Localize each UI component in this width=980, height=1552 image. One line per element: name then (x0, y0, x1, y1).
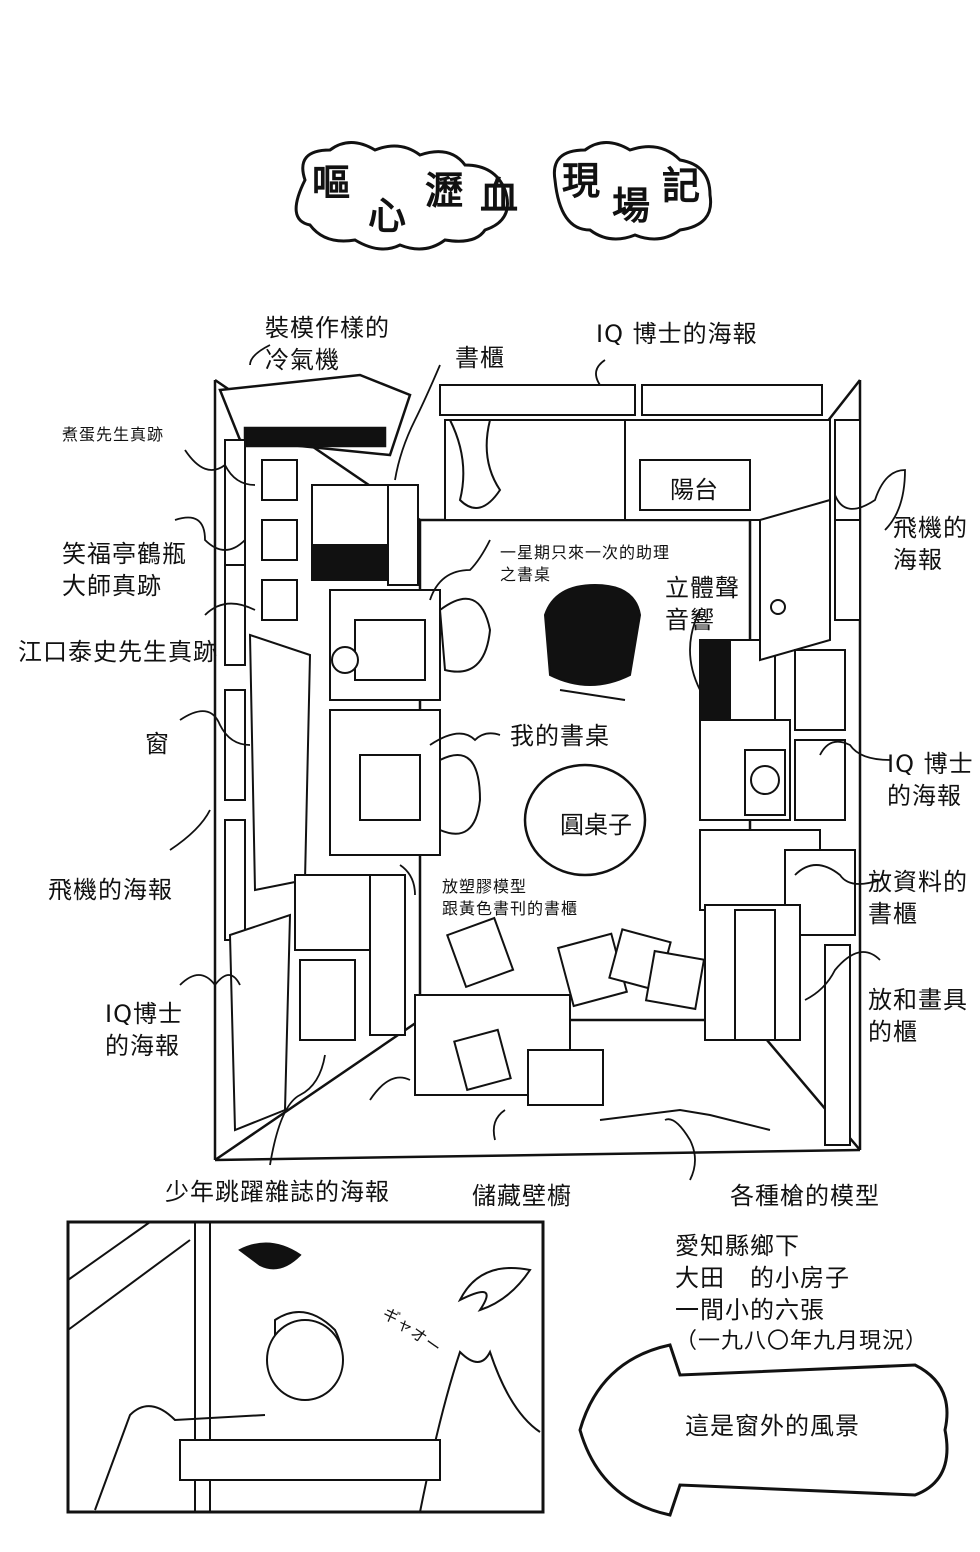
air-conditioner (218, 373, 412, 457)
left-furniture (294, 484, 492, 1041)
label-balcony: 陽台 (670, 476, 718, 504)
label-stereo: 立體聲 音響 (665, 574, 740, 634)
title-char-4: 血 (480, 174, 519, 218)
label-arrows (169, 344, 906, 1181)
label-assistant-desk: 一星期只來一次的助理 之書桌 (500, 543, 671, 584)
right-furniture (699, 419, 861, 1146)
title-bubbles (294, 141, 713, 251)
caption-line-4: （一九八〇年九月現況） (675, 1329, 929, 1354)
left-wall-items (224, 439, 312, 1132)
label-iq-poster-top: IQ 博士的海報 (596, 320, 758, 348)
title-char-3: 瀝 (425, 169, 464, 213)
label-bookshelf: 書櫃 (455, 344, 505, 372)
label-round-table: 圓桌子 (560, 811, 632, 839)
arrow-caption: 這是窗外的風景 (685, 1412, 860, 1440)
caption-line-2: 大田 的小房子 (675, 1264, 850, 1292)
label-egg-sign: 煮蛋先生真跡 (62, 425, 165, 444)
title-char-1: 嘔 (312, 161, 351, 205)
label-eguchi-sign: 江口泰史先生真跡 (18, 638, 218, 666)
label-plane-poster-right: 飛機的 海報 (893, 514, 968, 574)
balcony-window (444, 419, 831, 521)
round-table-shape (523, 763, 647, 877)
label-art-shelf: 放和畫具 的櫃 (868, 986, 968, 1046)
label-model-shelf: 放塑膠模型 跟黃色書刊的書櫃 (442, 877, 579, 918)
label-iq-poster-left: IQ博士 的海報 (105, 1000, 183, 1060)
label-aircon: 裝模作樣的 冷氣機 (265, 314, 390, 374)
label-iq-poster-right: IQ 博士 的海報 (887, 750, 974, 810)
label-plane-poster-left: 飛機的海報 (48, 876, 173, 904)
label-jump-poster: 少年跳躍雜誌的海報 (165, 1178, 390, 1206)
assistant-chair (543, 583, 642, 701)
caption-line-3: 一間小的六張 (675, 1296, 825, 1324)
top-shelf (439, 384, 823, 416)
label-closet: 儲藏壁櫥 (472, 1182, 572, 1210)
floor-items (414, 916, 771, 1131)
label-bottle-sign: 笑福亭鶴瓶 大師真跡 (62, 540, 187, 600)
label-data-shelf: 放資料的 書櫃 (868, 868, 968, 928)
label-guns: 各種槍的模型 (730, 1182, 880, 1210)
arrow-shape (578, 1343, 949, 1517)
title-char-5: 現 (562, 159, 601, 203)
title-char-7: 記 (662, 164, 701, 208)
label-window: 窗 (145, 730, 170, 758)
title-char-6: 場 (612, 184, 651, 228)
caption-line-1: 愛知縣鄉下 (675, 1232, 800, 1260)
label-my-desk: 我的書桌 (510, 722, 610, 750)
title-char-2: 心 (368, 194, 407, 238)
window-scene (67, 1221, 541, 1513)
